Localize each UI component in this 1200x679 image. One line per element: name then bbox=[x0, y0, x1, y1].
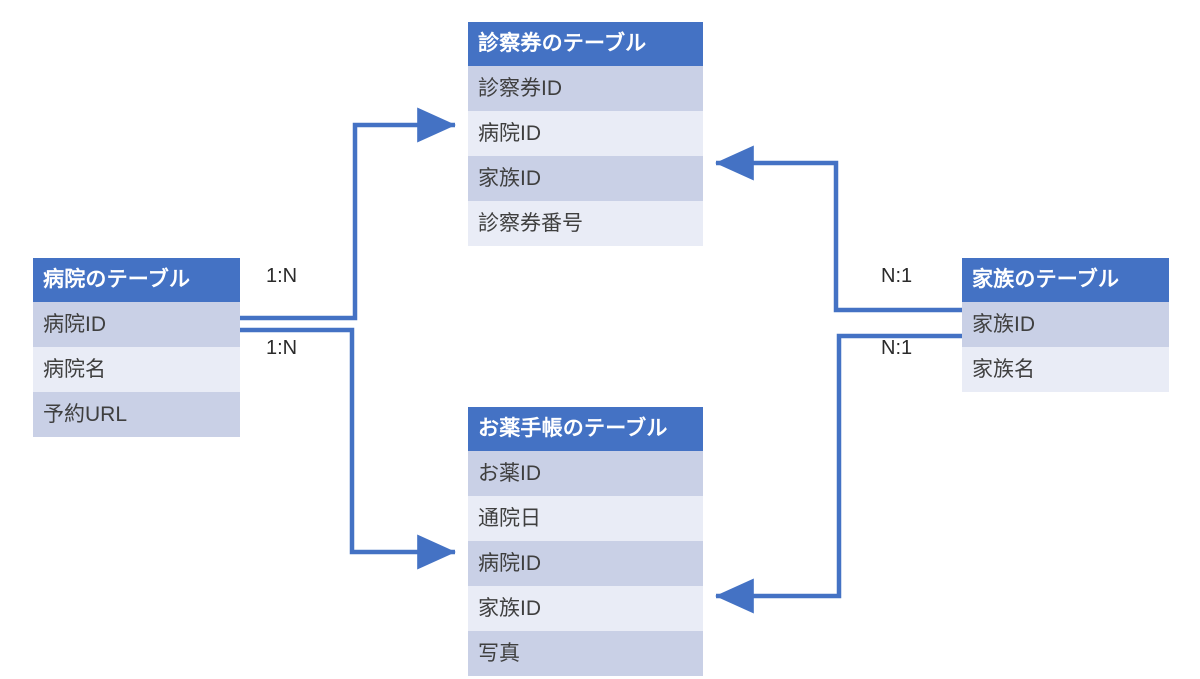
table-row[interactable]: 家族名 bbox=[962, 347, 1169, 392]
table-row[interactable]: 病院ID bbox=[468, 541, 703, 586]
connector-kazoku-to-shinsatsuken bbox=[715, 145, 962, 313]
table-row[interactable]: 家族ID bbox=[468, 586, 703, 631]
connector-byouin-to-shinsatsuken bbox=[240, 107, 456, 321]
table-okusuri[interactable]: お薬手帳のテーブル お薬ID 通院日 病院ID 家族ID 写真 bbox=[468, 407, 703, 676]
table-row[interactable]: 予約URL bbox=[33, 392, 240, 437]
table-row[interactable]: 写真 bbox=[468, 631, 703, 676]
table-shinsatsuken-title: 診察券のテーブル bbox=[468, 22, 703, 66]
cardinality-label-byouin-okusuri: 1:N bbox=[266, 337, 298, 359]
table-row[interactable]: 病院名 bbox=[33, 347, 240, 392]
table-row[interactable]: お薬ID bbox=[468, 451, 703, 496]
table-row[interactable]: 家族ID bbox=[468, 156, 703, 201]
table-kazoku[interactable]: 家族のテーブル 家族ID 家族名 bbox=[962, 258, 1169, 392]
connector-kazoku-to-okusuri bbox=[715, 333, 962, 614]
table-row[interactable]: 診察券番号 bbox=[468, 201, 703, 246]
table-row[interactable]: 病院ID bbox=[33, 302, 240, 347]
table-row[interactable]: 通院日 bbox=[468, 496, 703, 541]
table-row[interactable]: 病院ID bbox=[468, 111, 703, 156]
cardinality-label-kazoku-shinsatsuken: N:1 bbox=[881, 265, 913, 287]
cardinality-label-kazoku-okusuri: N:1 bbox=[881, 337, 913, 359]
connector-byouin-to-okusuri bbox=[240, 327, 456, 570]
table-row[interactable]: 家族ID bbox=[962, 302, 1169, 347]
table-row[interactable]: 診察券ID bbox=[468, 66, 703, 111]
table-byouin-title: 病院のテーブル bbox=[33, 258, 240, 302]
cardinality-label-byouin-shinsatsuken: 1:N bbox=[266, 265, 298, 287]
table-shinsatsuken[interactable]: 診察券のテーブル 診察券ID 病院ID 家族ID 診察券番号 bbox=[468, 22, 703, 246]
table-okusuri-title: お薬手帳のテーブル bbox=[468, 407, 703, 451]
table-kazoku-title: 家族のテーブル bbox=[962, 258, 1169, 302]
table-byouin[interactable]: 病院のテーブル 病院ID 病院名 予約URL bbox=[33, 258, 240, 437]
